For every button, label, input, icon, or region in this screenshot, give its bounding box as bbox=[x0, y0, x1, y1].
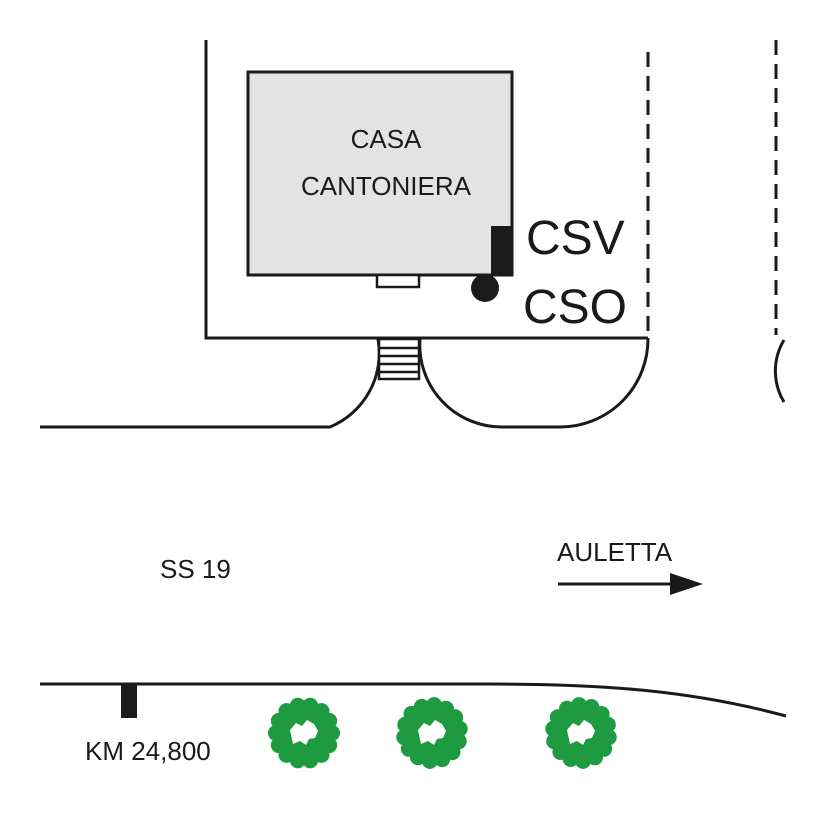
km-marker-label: KM 24,800 bbox=[85, 736, 211, 766]
building-casa-cantoniera: CASA CANTONIERA bbox=[246, 70, 514, 289]
road-name-label: SS 19 bbox=[160, 554, 231, 584]
direction-arrow-icon bbox=[558, 573, 703, 595]
road-edge-lower bbox=[40, 682, 787, 718]
trees bbox=[268, 697, 617, 769]
cso-label: CSO bbox=[523, 281, 627, 334]
entrance-steps bbox=[377, 337, 421, 381]
building-label-line1: CASA bbox=[351, 124, 422, 154]
cso-marker: CSO bbox=[471, 274, 627, 334]
cso-dot-icon bbox=[471, 274, 499, 302]
csv-marker: CSV bbox=[491, 212, 625, 274]
tree-icon bbox=[396, 697, 468, 769]
csv-box-icon bbox=[491, 226, 513, 274]
direction-label: AULETTA bbox=[557, 537, 673, 567]
csv-label: CSV bbox=[526, 212, 625, 265]
km-post-icon bbox=[121, 685, 137, 718]
building-label-line2: CANTONIERA bbox=[301, 171, 472, 201]
km-marker: KM 24,800 bbox=[85, 685, 211, 766]
tree-icon bbox=[268, 697, 340, 769]
tree-icon bbox=[545, 697, 617, 769]
building-step bbox=[375, 273, 421, 289]
dashed-boundary bbox=[646, 40, 778, 335]
